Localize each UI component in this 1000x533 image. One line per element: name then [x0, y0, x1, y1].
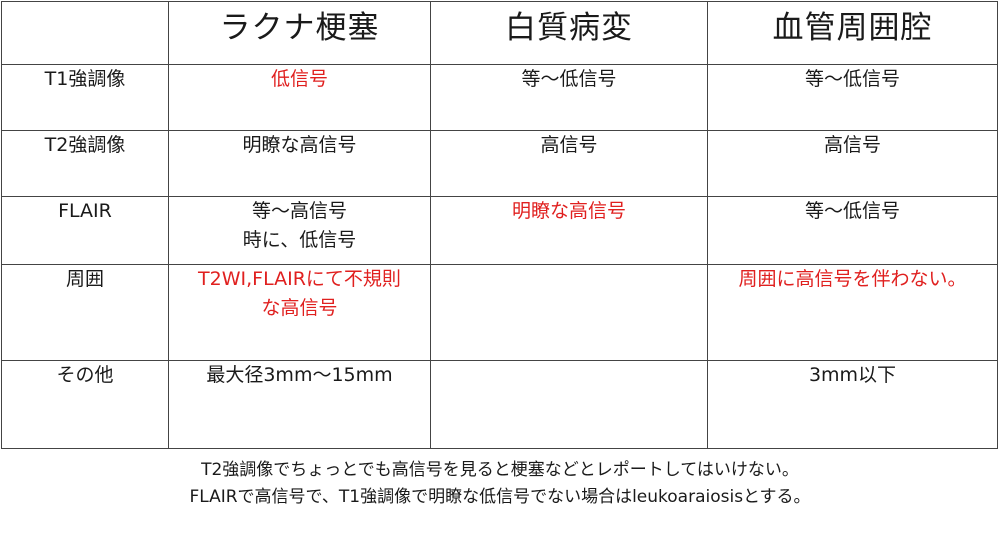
table-row-surroundings: 周囲 T2WI,FLAIRにて不規則 な高信号 周囲に高信号を伴わない。: [1, 264, 998, 361]
comparison-table: ラクナ梗塞 白質病変 血管周囲腔 T1強調像 低信号 等～低信号 等～低信号 T…: [1, 1, 998, 449]
table-cell: 周囲に高信号を伴わない。: [707, 264, 998, 361]
table-cell: T2WI,FLAIRにて不規則 な高信号: [168, 264, 431, 361]
table-cell: 3mm以下: [707, 360, 998, 449]
header-row: ラクナ梗塞 白質病変 血管周囲腔: [1, 1, 998, 65]
header-lacunar-infarct: ラクナ梗塞: [168, 1, 431, 65]
table-cell: 等～高信号 時に、低信号: [168, 196, 431, 265]
row-label: 周囲: [1, 264, 169, 361]
row-label: T2強調像: [1, 130, 169, 197]
table-row-other: その他 最大径3mm～15mm 3mm以下: [1, 360, 998, 449]
table-cell: 低信号: [168, 64, 431, 131]
row-label: その他: [1, 360, 169, 449]
footnote-line-2: FLAIRで高信号で、T1強調像で明瞭な低信号でない場合はleukoaraios…: [189, 487, 811, 507]
table-cell: 高信号: [430, 130, 708, 197]
footnote-line-1: T2強調像でちょっとでも高信号を見ると梗塞などとレポートしてはいけない。: [201, 460, 799, 480]
cell-line: 等～高信号 時に、低信号: [242, 200, 357, 251]
table-row-t1: T1強調像 低信号 等～低信号 等～低信号: [1, 64, 998, 131]
table-cell: [430, 264, 708, 361]
table-cell: 等～低信号: [707, 64, 998, 131]
cell-line: T2WI,FLAIRにて不規則 な高信号: [198, 268, 401, 319]
header-white-matter-lesion: 白質病変: [430, 1, 708, 65]
table-cell: 明瞭な高信号: [168, 130, 431, 197]
table-cell: [430, 360, 708, 449]
header-perivascular-space: 血管周囲腔: [707, 1, 998, 65]
row-label: FLAIR: [1, 196, 169, 265]
table-cell: 高信号: [707, 130, 998, 197]
table-cell: 明瞭な高信号: [430, 196, 708, 265]
row-label: T1強調像: [1, 64, 169, 131]
table-cell: 等～低信号: [707, 196, 998, 265]
footnote: T2強調像でちょっとでも高信号を見ると梗塞などとレポートしてはいけない。 FLA…: [0, 457, 1000, 511]
table-row-t2: T2強調像 明瞭な高信号 高信号 高信号: [1, 130, 998, 197]
table-row-flair: FLAIR 等～高信号 時に、低信号 明瞭な高信号 等～低信号: [1, 196, 998, 265]
header-empty-cell: [1, 1, 169, 65]
table-cell: 等～低信号: [430, 64, 708, 131]
table-cell: 最大径3mm～15mm: [168, 360, 431, 449]
